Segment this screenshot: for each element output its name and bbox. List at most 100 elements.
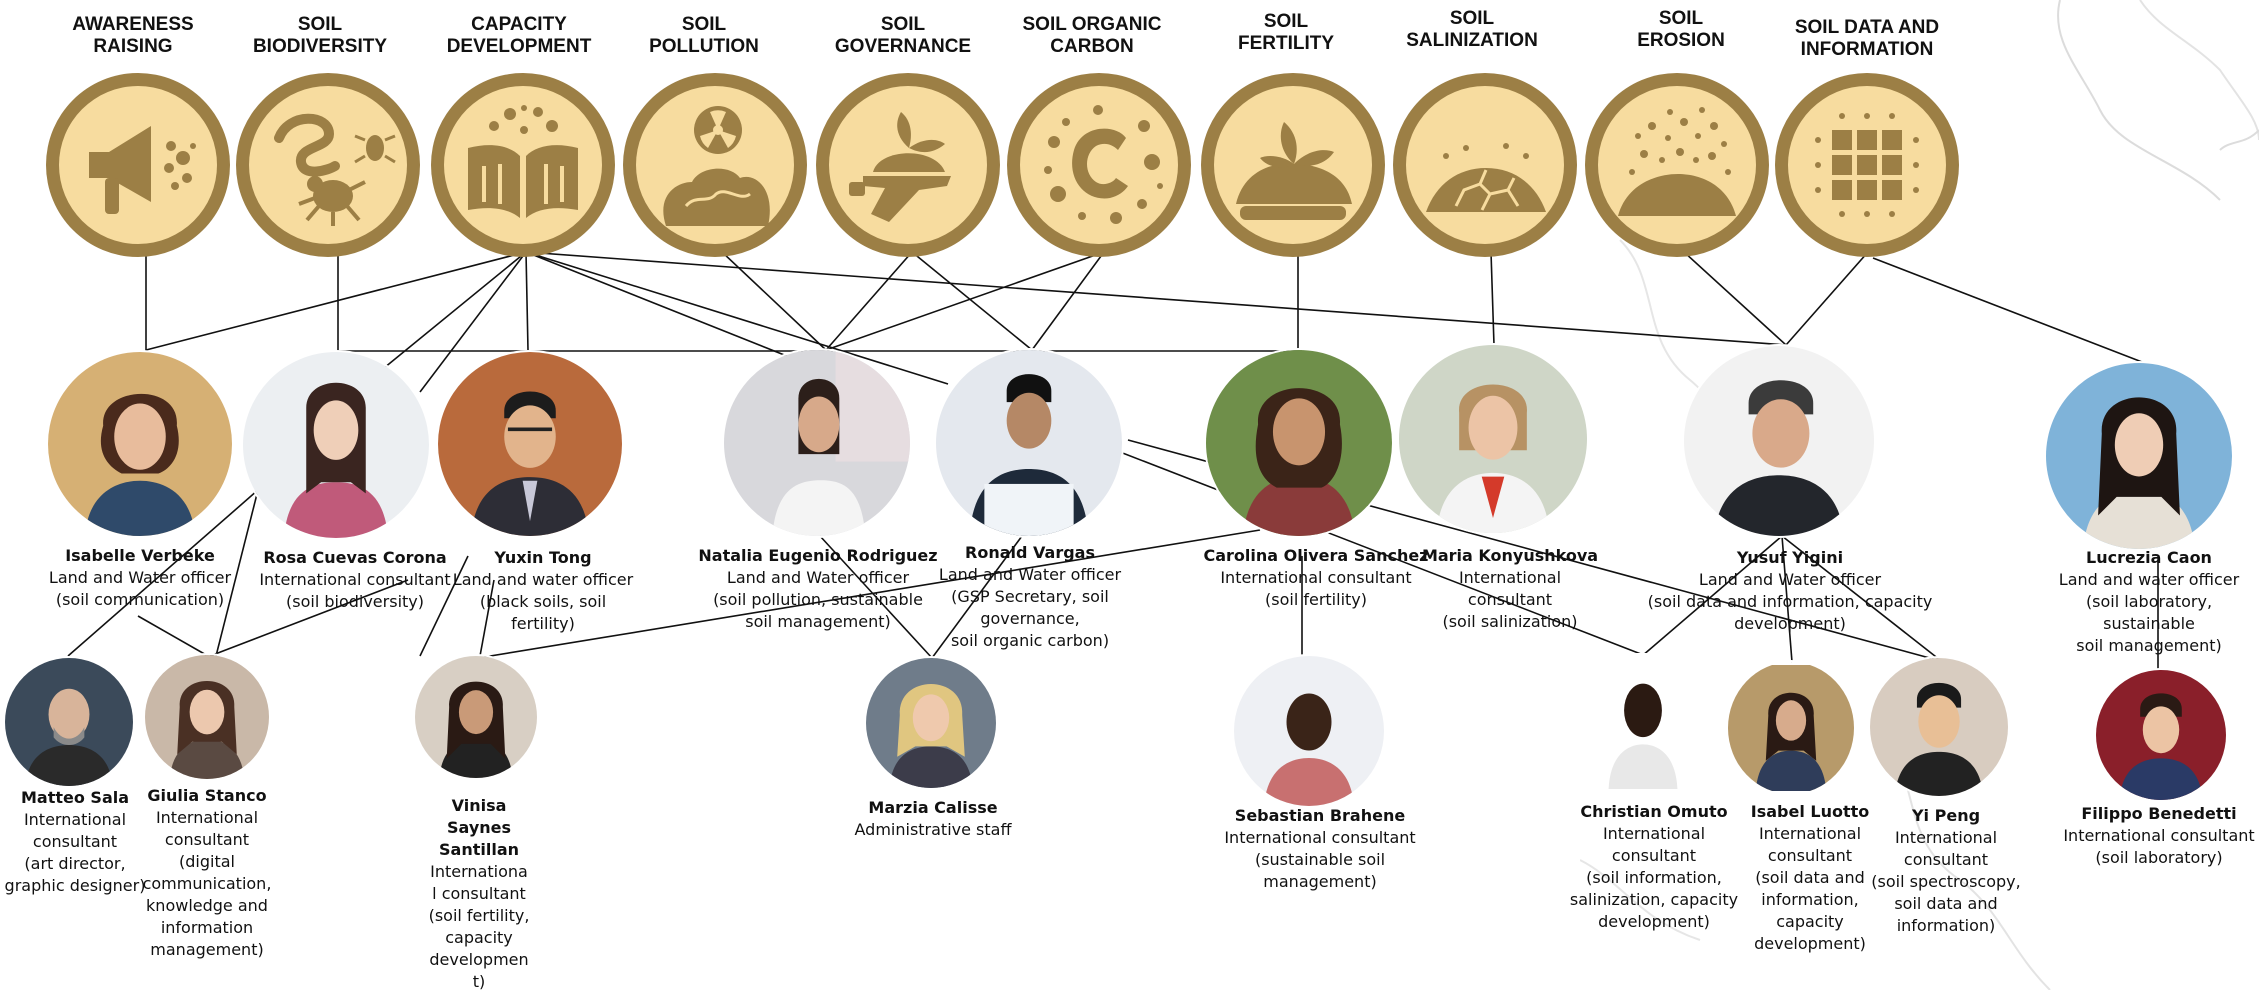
staff-role-line: (soil data and <box>1755 868 1865 887</box>
staff-role-line: consultant <box>32 832 118 851</box>
photo-lucrezia-caon <box>2046 363 2232 549</box>
caption-christian-omuto: Christian Omuto International consultant… <box>1563 801 1745 933</box>
staff-role-line: (art director, <box>24 854 126 873</box>
staff-role-line: (black soils, soil fertility) <box>479 592 607 633</box>
connector-line <box>209 579 409 657</box>
staff-role-line: development) <box>1754 934 1866 953</box>
staff-name: Yusuf Yigini <box>1736 548 1844 567</box>
category-title-soil-data-information: SOIL DATA AND INFORMATION <box>1794 17 1940 60</box>
connector-line <box>1781 535 1793 663</box>
open-book-icon <box>468 105 578 218</box>
staff-name: Isabelle Verbeke <box>65 546 215 565</box>
staff-role-line: soil management) <box>745 612 891 631</box>
staff-role-line: (soil pollution, sustainable <box>713 590 923 609</box>
caption-yusuf-yigini: Yusuf Yigini Land and Water officer (soi… <box>1640 547 1940 635</box>
photo-sebastian-brahene <box>1234 656 1384 806</box>
staff-name: Vinisa Saynes Santillan <box>439 796 519 859</box>
soil-data-information-badge <box>1775 73 1959 257</box>
category-title-awareness-raising: AWARENESS RAISING <box>72 14 194 57</box>
staff-role-line: (soil information, <box>1586 868 1722 887</box>
photo-giulia-stanco <box>145 655 269 779</box>
staff-role-line: International <box>155 808 259 827</box>
staff-name: Maria Konyushkova <box>1421 546 1599 565</box>
category-title-soil-fertility: SOIL FERTILITY <box>1237 11 1335 54</box>
connector-line <box>525 251 529 351</box>
staff-role-line: graphic designer) <box>4 876 146 895</box>
staff-role-line: Land and Water officer <box>48 568 232 587</box>
staff-role-line: t) <box>472 972 486 991</box>
connector-line <box>477 529 1261 659</box>
connector-line <box>137 615 209 657</box>
staff-role-line: International consultant <box>2063 826 2255 845</box>
caption-carolina-olivera-sanchez: Carolina Olivera Sanchez International c… <box>1196 545 1436 611</box>
staff-name: Carolina Olivera Sanchez <box>1203 546 1429 565</box>
megaphone-icon <box>89 126 196 214</box>
staff-role-line: International <box>23 810 127 829</box>
staff-name: Christian Omuto <box>1580 802 1728 821</box>
staff-role-line: management) <box>1263 872 1377 891</box>
connector-line <box>1872 257 2143 363</box>
staff-role-line: (soil biodiversity) <box>286 592 424 611</box>
staff-role-line: Land and Water officer <box>726 568 910 587</box>
photo-yi-peng <box>1870 658 2008 796</box>
connector-line <box>1785 251 1869 346</box>
staff-role-line: soil management) <box>2076 636 2222 655</box>
caption-maria-konyushkova: Maria Konyushkova International consulta… <box>1405 545 1615 633</box>
staff-role-line: Administrative staff <box>854 820 1012 839</box>
photo-matteo-sala <box>5 658 133 786</box>
carbon-icon <box>1044 105 1163 224</box>
staff-role-line: (soil laboratory) <box>2095 848 2223 867</box>
caption-vinisa-saynes-santillan: Vinisa Saynes Santillan Internationa l c… <box>424 795 534 993</box>
capacity-development-badge <box>431 73 615 257</box>
staff-role-line: information, <box>1761 890 1859 909</box>
data-grid-icon <box>1815 113 1919 217</box>
connector-line <box>215 489 259 657</box>
staff-name: Isabel Luotto <box>1750 802 1870 821</box>
photo-vinisa-saynes-santillan <box>415 656 537 778</box>
caption-rosa-cuevas-corona: Rosa Cuevas Corona International consult… <box>255 547 455 613</box>
staff-role-line: consultant <box>164 830 250 849</box>
soil-organisms-icon <box>274 113 396 226</box>
staff-role-line: International <box>1894 828 1998 847</box>
connector-line <box>819 535 933 659</box>
photo-carolina-olivera-sanchez <box>1206 350 1392 536</box>
category-title-soil-pollution: SOIL POLLUTION <box>649 14 759 57</box>
staff-role-line: developmen <box>429 950 529 969</box>
soil-biodiversity-badge <box>236 73 420 257</box>
staff-role-line: International <box>1602 824 1706 843</box>
photo-yusuf-yigini <box>1684 346 1874 536</box>
staff-name: Matteo Sala <box>20 788 130 807</box>
staff-role-line: information) <box>1896 916 1996 935</box>
caption-isabel-luotto: Isabel Luotto International consultant (… <box>1740 801 1880 955</box>
connector-line <box>1683 251 1787 346</box>
radioactive-soil-icon <box>663 106 770 226</box>
category-title-soil-governance: SOIL GOVERNANCE <box>834 14 972 57</box>
caption-yi-peng: Yi Peng International consultant (soil s… <box>1866 805 2026 937</box>
staff-name: Ronald Vargas <box>965 543 1095 562</box>
connector-line <box>931 535 1023 659</box>
soil-fertility-badge <box>1201 73 1385 257</box>
soil-governance-badge <box>816 73 1000 257</box>
hand-plant-icon <box>849 112 951 222</box>
caption-sebastian-brahene: Sebastian Brahene International consulta… <box>1210 805 1430 893</box>
staff-role-line: management) <box>150 940 264 959</box>
category-title-soil-organic-carbon: SOIL ORGANIC CARBON <box>1022 14 1162 57</box>
staff-role-line: Land and water officer <box>2058 570 2240 589</box>
staff-role-line: (soil spectroscopy, <box>1871 872 2021 891</box>
staff-role-line: (GSP Secretary, soil governance, <box>951 587 1109 628</box>
staff-name: Lucrezia Caon <box>2086 548 2212 567</box>
connector-line <box>1490 251 1495 346</box>
photo-maria-konyushkova <box>1399 345 1587 533</box>
staff-role-line: International consultant <box>1224 828 1416 847</box>
awareness-raising-badge <box>46 73 230 257</box>
connector-line <box>1641 535 1783 657</box>
eroding-mound-icon <box>1618 107 1736 216</box>
staff-role-line: Land and Water officer <box>938 565 1122 584</box>
category-title-soil-erosion: SOIL EROSION <box>1637 8 1725 51</box>
staff-role-line: consultant <box>1467 590 1553 609</box>
photo-yuxin-tong <box>438 352 622 536</box>
staff-role-line: International consultant <box>259 570 451 589</box>
connector-line <box>479 579 495 657</box>
caption-yuxin-tong: Yuxin Tong Land and water officer (black… <box>450 547 636 635</box>
